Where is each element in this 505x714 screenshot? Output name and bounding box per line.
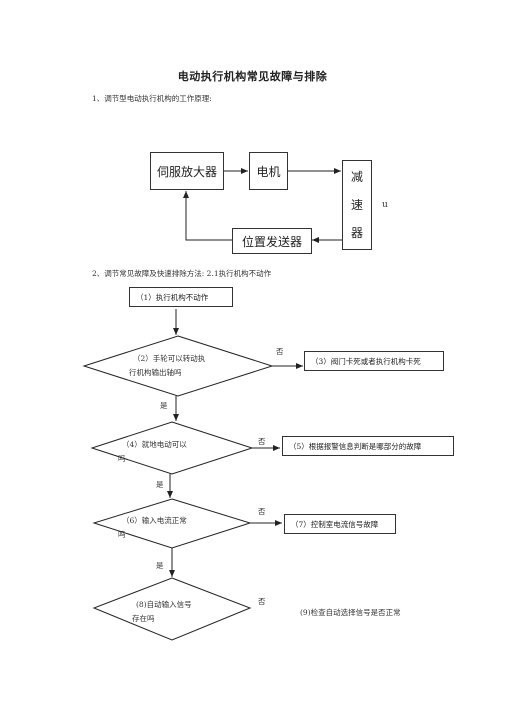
decision-8-line-1: (8)自动输入信号 [136, 600, 192, 609]
decision-2-line-1: （2）手轮可以转动执 [133, 354, 206, 363]
yes-label-4: 是 [156, 480, 164, 489]
reducer-char-2: 速 [350, 198, 363, 212]
motor-box: 电机 [249, 152, 288, 190]
section-1-heading: 1、调节型电动执行机构的工作原理: [92, 94, 212, 103]
decision-2-line-2: 行机构输出轴吗 [129, 368, 182, 377]
arrow-position-to-servo [183, 191, 232, 241]
reducer-side-mark: u [382, 200, 388, 210]
no-label-8: 否 [258, 597, 266, 606]
decision-2-shape [82, 335, 274, 397]
section-2-heading: 2、调节常见故障及快速排除方法: 2.1执行机构不动作 [92, 269, 272, 278]
decision-2-text: （2）手轮可以转动执 行机构输出轴吗 [129, 352, 206, 380]
decision-4-text: （4）就地电动可以 吗 [118, 438, 187, 466]
reducer-char-3: 器 [350, 226, 363, 240]
no-label-6: 否 [258, 507, 266, 516]
reducer-box: 减 速 器 [342, 160, 372, 250]
decision-8-shape [92, 577, 252, 641]
result-9-text: (9)检查自动选择信号是否正常 [300, 608, 401, 617]
decision-6-text: （6）输入电流正常 吗 [118, 514, 187, 542]
step-1-box: （1）执行机构不动作 [129, 287, 233, 307]
no-label-4: 否 [258, 437, 266, 446]
reducer-char-1: 减 [350, 170, 363, 184]
decision-6-line-2: 吗 [118, 530, 126, 539]
position-transmitter-box: 位置发送器 [232, 228, 312, 254]
decision-8-text: (8)自动输入信号 存在吗 [132, 598, 192, 626]
decision-4-line-2: 吗 [118, 454, 126, 463]
result-7-box: （7）控制室电流信号故障 [284, 514, 396, 534]
yes-label-2: 是 [160, 401, 168, 410]
decision-8-line-2: 存在吗 [132, 614, 155, 623]
no-label-2: 否 [276, 347, 284, 356]
yes-label-6: 是 [156, 561, 164, 570]
decision-4-line-1: （4）就地电动可以 [122, 440, 187, 449]
result-3-box: （3）阀门卡死或者执行机构卡死 [304, 351, 444, 371]
servo-amplifier-box: 伺服放大器 [150, 152, 224, 190]
decision-4-shape [90, 421, 254, 475]
result-5-box: （5）根据报警信息判断是哪部分的故障 [282, 436, 454, 456]
decision-6-line-1: （6）输入电流正常 [122, 516, 187, 525]
document-title: 电动执行机构常见故障与排除 [177, 70, 328, 83]
